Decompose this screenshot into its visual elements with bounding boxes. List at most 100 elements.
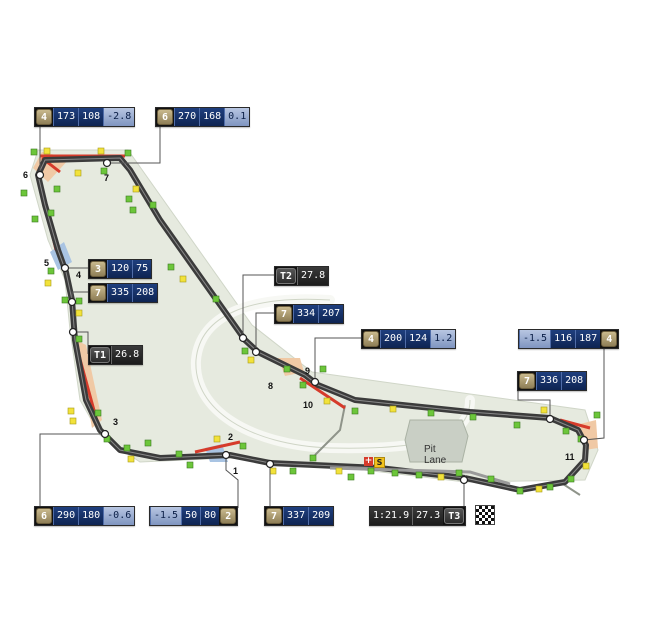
speed-mph-value: 207	[318, 305, 344, 323]
gear-badge: 4	[601, 331, 618, 347]
marker	[391, 469, 399, 477]
leader-lines	[39, 120, 605, 508]
marker	[75, 297, 83, 305]
speed-value: 120	[107, 260, 133, 278]
marker	[100, 167, 108, 175]
marker	[540, 406, 548, 414]
marker	[283, 365, 291, 373]
speed-value: 336	[536, 372, 562, 390]
corner-points	[35, 158, 589, 485]
corner-point	[35, 170, 45, 180]
corner-number-6: 6	[23, 170, 29, 180]
marker	[415, 471, 423, 479]
leader-line	[314, 337, 365, 380]
marker	[323, 397, 331, 405]
pit-s-icon: S	[374, 457, 385, 468]
marker	[132, 185, 140, 193]
sector-time: 27.8	[297, 267, 329, 285]
corner-number-9: 9	[305, 366, 311, 376]
pit-lane-line1: Pit	[424, 444, 436, 455]
corner-point	[251, 347, 261, 357]
corner-point	[67, 297, 77, 307]
speed-mph-value: 108	[78, 108, 104, 126]
speed-value: 270	[174, 108, 200, 126]
pit-lane-road	[329, 466, 511, 486]
lateral-g-value: -1.5	[150, 507, 182, 525]
marker	[516, 487, 524, 495]
marker	[167, 263, 175, 271]
corner-number-10: 10	[303, 400, 314, 410]
sector-badge: T3	[444, 508, 465, 524]
leader-line	[255, 312, 274, 350]
marker	[351, 407, 359, 415]
marker	[186, 461, 194, 469]
marker	[299, 381, 307, 389]
marker	[309, 454, 317, 462]
speed-mph-value: 187	[575, 330, 601, 348]
marker	[335, 467, 343, 475]
telemetry-box-turn-9: 4 200 124 1.2	[361, 329, 457, 349]
corner-point	[265, 459, 275, 469]
gear-badge: 7	[90, 285, 107, 301]
marker	[43, 147, 51, 155]
marker	[144, 439, 152, 447]
speed-mph-value: 75	[132, 260, 152, 278]
corner-number-8: 8	[268, 381, 274, 391]
marker	[123, 444, 131, 452]
marker	[269, 467, 277, 475]
speed-value: 173	[53, 108, 79, 126]
leader-line	[242, 274, 274, 338]
corner-point	[102, 158, 112, 168]
leader-line	[108, 120, 161, 164]
sector-time: 26.8	[111, 346, 143, 364]
gear-badge: 7	[266, 508, 283, 524]
marker	[319, 365, 327, 373]
marker	[61, 296, 69, 304]
speed-mph-value: 209	[308, 507, 334, 525]
telemetry-box-speed-trap: 7 337 209	[264, 506, 335, 526]
corner-point	[545, 414, 555, 424]
gear-badge: 2	[220, 508, 237, 524]
corner-number-5: 5	[44, 258, 50, 268]
gear-badge: 7	[519, 373, 536, 389]
runoff-turn-3	[76, 340, 102, 428]
marker	[125, 195, 133, 203]
gear-badge: 4	[36, 109, 53, 125]
telemetry-box-turn-11-approach: 7 336 208	[517, 371, 588, 391]
marker	[289, 467, 297, 475]
telemetry-box-turn-11: -1.5 116 187 4	[518, 329, 620, 349]
marker	[241, 347, 249, 355]
sector-badge: T2	[276, 268, 297, 284]
marker	[247, 356, 255, 364]
marker	[30, 148, 38, 156]
corner-point	[579, 435, 589, 445]
corner-point	[68, 327, 78, 337]
service-road	[314, 404, 346, 456]
gear-badge: 7	[276, 306, 293, 322]
telemetry-box-turn-1: -1.5 50 80 2	[149, 506, 239, 526]
speed-value: 290	[53, 507, 79, 525]
speed-value: 335	[107, 284, 133, 302]
marker	[367, 467, 375, 475]
pit-plus-icon: +	[364, 456, 373, 466]
sector-time-t1: T1 26.8	[88, 345, 144, 365]
lap-time-box: 1:21.9 27.3 T3	[369, 506, 467, 526]
sector-time-t2: T2 27.8	[274, 266, 330, 286]
speed-value: 337	[283, 507, 309, 525]
telemetry-box-turn-4: 3 120 75	[88, 259, 153, 279]
corner-number-4: 4	[76, 270, 82, 280]
sector-time: 27.3	[412, 507, 444, 525]
marker	[124, 149, 132, 157]
marker	[53, 185, 61, 193]
telemetry-box-turn-4-approach: 7 335 208	[88, 283, 159, 303]
marker	[47, 209, 55, 217]
marker	[546, 483, 554, 491]
speed-mph-value: 208	[132, 284, 158, 302]
leader-line	[225, 455, 239, 508]
marker	[75, 309, 83, 317]
marker	[129, 206, 137, 214]
marker	[582, 462, 590, 470]
corner-number-11: 11	[565, 452, 575, 462]
